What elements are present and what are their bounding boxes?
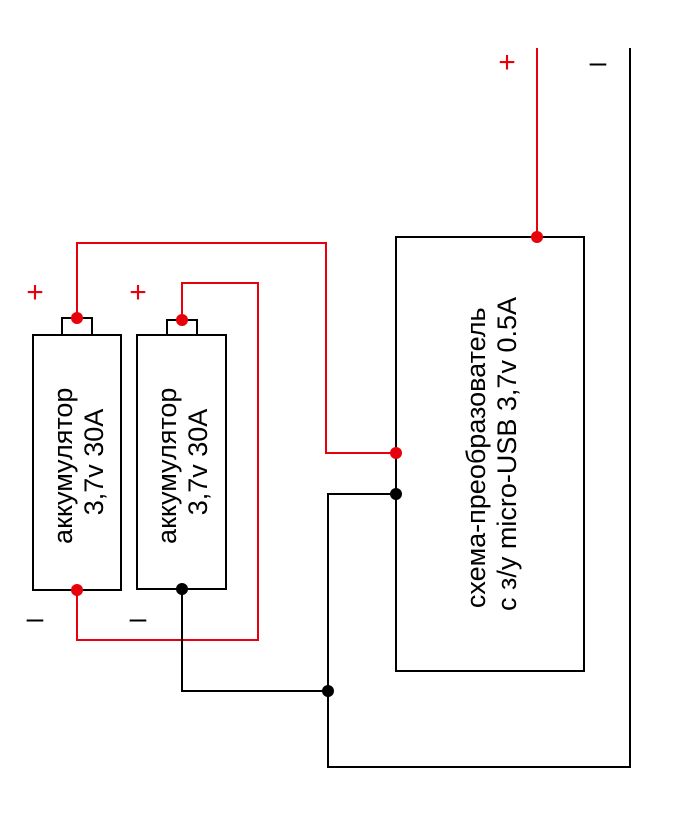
battery-2-plus-sign: + <box>129 276 147 309</box>
junction-nodes <box>71 231 543 697</box>
battery-2-minus-sign: – <box>130 602 147 635</box>
output-minus-sign: – <box>590 46 607 79</box>
node-converter-output-plus <box>531 231 543 243</box>
converter-body <box>395 236 585 672</box>
node-battery-1-minus <box>71 584 83 596</box>
node-battery-2-plus <box>176 314 188 326</box>
node-battery-1-plus <box>71 312 83 324</box>
wire-negative-bus <box>327 48 631 768</box>
node-negative-bus-junction <box>322 685 334 697</box>
converter-label-line2: с з/у micro-USB 3,7v 0.5A <box>492 297 522 611</box>
battery-2-body <box>136 334 227 590</box>
node-battery-2-minus <box>176 583 188 595</box>
negative-wires <box>181 48 631 768</box>
battery-2-label: аккумулятор 3,7v 30A <box>152 380 213 544</box>
wire-battery2-plus-loop <box>76 282 259 641</box>
battery-1-minus-sign: – <box>27 602 44 635</box>
battery-1-body <box>32 334 122 591</box>
converter-label: схема-преобразователь с з/у micro-USB 3,… <box>461 297 522 611</box>
battery-1-label-line2: 3,7v 30A <box>79 409 109 516</box>
converter-module: схема-преобразователь с з/у micro-USB 3,… <box>395 236 585 672</box>
positive-wires <box>76 48 538 641</box>
wire-battery1-plus-to-converter <box>76 242 396 454</box>
battery-2-label-line1: аккумулятор <box>152 388 182 544</box>
battery-2: аккумулятор 3,7v 30A + – <box>129 276 227 635</box>
node-converter-input-minus <box>390 488 402 500</box>
battery-1: аккумулятор 3,7v 30A + – <box>26 276 122 635</box>
node-converter-input-plus <box>390 447 402 459</box>
battery-1-label: аккумулятор 3,7v 30A <box>48 380 109 544</box>
wire-battery2-minus-to-bus <box>181 589 328 692</box>
battery-2-label-line2: 3,7v 30A <box>183 409 213 516</box>
battery-1-label-line1: аккумулятор <box>48 388 78 544</box>
converter-label-line1: схема-преобразователь <box>461 307 491 608</box>
output-plus-sign: + <box>498 46 516 79</box>
battery-1-plus-sign: + <box>26 276 44 309</box>
